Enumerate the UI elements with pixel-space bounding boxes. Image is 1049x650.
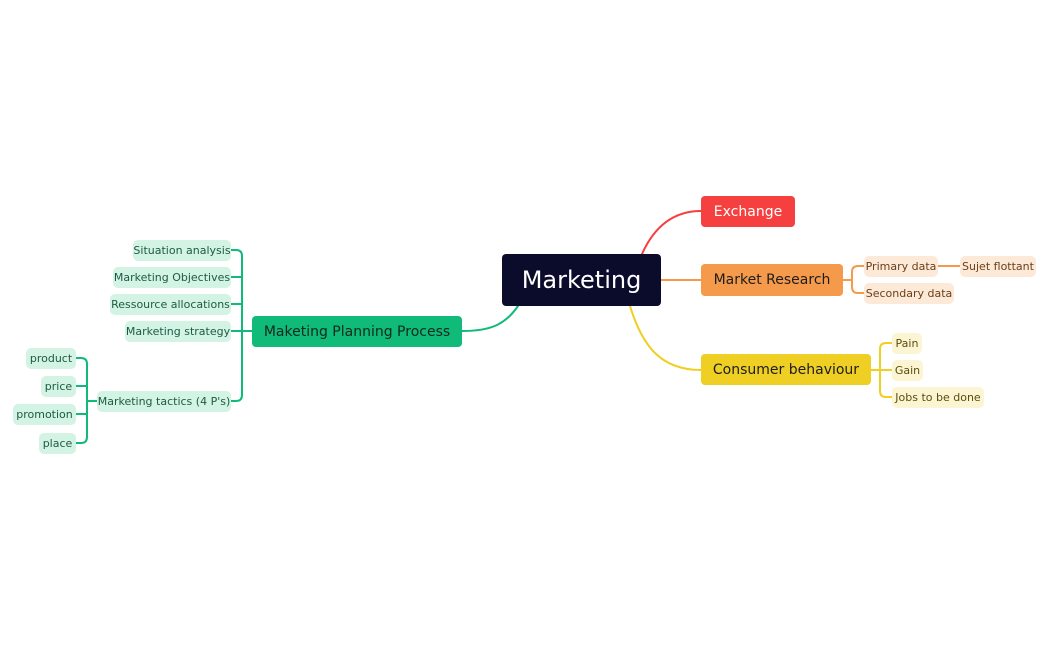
connector-consumer-behaviour [629, 305, 702, 371]
subtopic-promotion[interactable]: promotion [13, 404, 76, 425]
subtopic-marketing-objectives[interactable]: Marketing Objectives [113, 267, 231, 288]
subtopic-ressource-allocations[interactable]: Ressource allocations [110, 294, 231, 315]
connector-planning [461, 305, 519, 332]
connector-planning-items [230, 249, 253, 402]
connector-exchange [641, 210, 702, 255]
subtopic-jobs-to-be-done[interactable]: Jobs to be done [892, 387, 984, 408]
subtopic-pain[interactable]: Pain [892, 333, 922, 354]
subtopic-secondary-data[interactable]: Secondary data [864, 283, 954, 304]
connector-primary-data [842, 265, 865, 281]
subtopic-price[interactable]: price [41, 376, 76, 397]
connector-secondary-data [851, 279, 865, 294]
connector-cb-items [870, 342, 893, 398]
branch-consumer-behaviour[interactable]: Consumer behaviour [701, 354, 871, 385]
branch-market-research[interactable]: Market Research [701, 264, 843, 296]
connector-planning-tactics [75, 357, 98, 444]
subtopic-marketing-tactics[interactable]: Marketing tactics (4 P's) [97, 391, 231, 412]
branch-marketing-planning-process[interactable]: Maketing Planning Process [252, 316, 462, 347]
subtopic-place[interactable]: place [39, 433, 76, 454]
branch-exchange[interactable]: Exchange [701, 196, 795, 227]
subtopic-situation-analysis[interactable]: Situation analysis [133, 240, 231, 261]
root-node-marketing[interactable]: Marketing [502, 254, 661, 306]
subtopic-product[interactable]: product [26, 348, 76, 369]
subtopic-marketing-strategy[interactable]: Marketing strategy [125, 321, 231, 342]
subtopic-primary-data[interactable]: Primary data [864, 256, 938, 277]
subtopic-sujet-flottant[interactable]: Sujet flottant [960, 256, 1036, 277]
subtopic-gain[interactable]: Gain [892, 360, 923, 381]
